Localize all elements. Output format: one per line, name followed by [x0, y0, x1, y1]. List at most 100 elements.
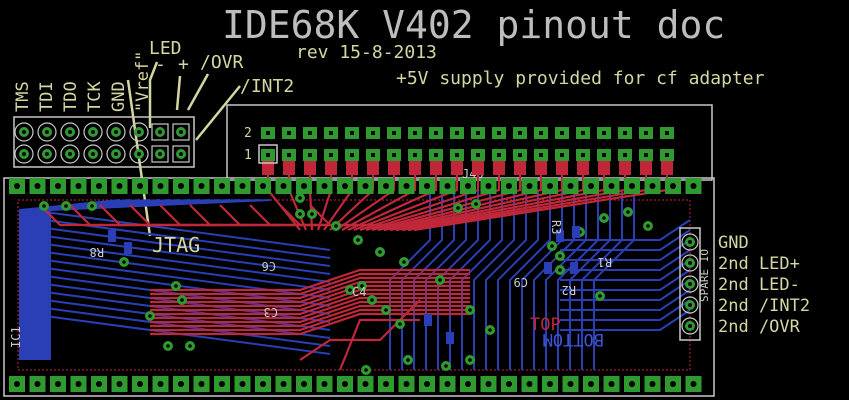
ide-pad-hole	[560, 131, 564, 135]
bottom-trace	[29, 257, 331, 299]
led-plus-label: +	[178, 54, 189, 75]
edge-pad-hole	[670, 381, 676, 387]
jtag-pad-ring	[37, 144, 57, 164]
jtag-pin-label: "Vref"	[133, 51, 153, 112]
part-r3: R3	[549, 220, 563, 234]
ide-pad-hole	[623, 131, 627, 135]
edge-pad-hole	[649, 381, 656, 387]
top-trace	[341, 175, 417, 231]
edge-pad-hole	[383, 381, 389, 387]
ide-pin2-label: 2	[244, 126, 252, 141]
edge-pad-hole	[157, 183, 164, 189]
ide-pad-hole	[287, 131, 291, 135]
ide-pad-hole	[518, 153, 522, 157]
ide-pad-trace	[388, 161, 400, 175]
via-hole	[474, 202, 478, 206]
edge-pad-hole	[301, 183, 307, 189]
jtag-pads	[14, 122, 190, 164]
ide-pad-hole	[560, 153, 564, 157]
ide-pad-hole	[266, 153, 270, 157]
spare-io-pin-label: 2nd LED-	[718, 275, 800, 295]
ide-pad-trace	[409, 161, 421, 175]
top-trace	[347, 175, 438, 232]
edge-pad-hole	[485, 381, 492, 387]
jtag-pad-hole	[114, 130, 118, 134]
edge-pad-hole	[280, 183, 287, 189]
ide-pad-hole	[497, 131, 501, 135]
edge-pad-hole	[567, 381, 574, 387]
part-ic1: IC1	[9, 326, 23, 348]
spare-pad-hole	[688, 282, 692, 286]
led-pad-ring	[151, 123, 169, 141]
ide-pad-hole	[287, 153, 291, 157]
edge-pad-rows	[9, 178, 702, 392]
jtag-pad-ring	[60, 144, 80, 164]
jtag-pin-label: TDO	[61, 81, 81, 112]
bottom-trace	[509, 190, 551, 370]
edge-pad-hole	[465, 183, 471, 189]
top-trace	[150, 312, 470, 336]
via-hole	[468, 358, 472, 362]
led-pad-hole	[158, 130, 162, 134]
via-hole	[558, 254, 562, 258]
edge-pad-hole	[219, 381, 225, 387]
jtag-pin-label: TMS	[13, 81, 33, 112]
top-trace	[365, 175, 501, 232]
edge-pad-hole	[670, 183, 676, 189]
spare-pad-ring	[681, 254, 699, 272]
ide-pad-trace	[619, 161, 631, 175]
part-r2: R2	[562, 283, 576, 297]
via-hole	[148, 314, 152, 318]
jtag-pad-ring	[14, 122, 34, 142]
ide-pad-trace	[535, 161, 547, 175]
via-hole	[646, 224, 650, 228]
edge-pad-hole	[362, 381, 369, 387]
ide-pin1-label: 1	[244, 148, 252, 163]
jtag-pad-ring	[106, 122, 126, 142]
spare-io-label: SPARE IO	[698, 249, 711, 302]
led-minus-label: -	[155, 54, 166, 75]
via-hole	[356, 238, 360, 242]
jtag-pad-hole	[22, 130, 26, 134]
supply-note: +5V supply provided for cf adapter	[396, 68, 765, 89]
jtag-pad-ring	[106, 144, 126, 164]
edge-pad-hole	[55, 381, 61, 387]
via-hole	[370, 298, 374, 302]
via-hole	[550, 244, 554, 248]
jtag-pad-hole	[91, 130, 95, 134]
via-hole	[348, 288, 352, 292]
led-pad-hole	[158, 152, 162, 156]
bottom-trace	[29, 233, 331, 275]
jtag-pad-ring	[83, 122, 103, 142]
jtag-pad-ring	[14, 144, 34, 164]
layer-bottom-label: BOTTOM	[543, 329, 604, 349]
bottom-trace	[497, 190, 539, 370]
part-c4: C4	[352, 285, 366, 299]
via-hole	[334, 224, 338, 228]
top-trace	[150, 292, 470, 316]
edge-pad-hole	[178, 381, 184, 387]
via-hole	[64, 204, 68, 208]
via-hole	[174, 284, 178, 288]
edge-pad-hole	[280, 381, 287, 387]
edge-pad-hole	[260, 183, 266, 189]
edge-pad-hole	[198, 381, 205, 387]
bottom-trace	[29, 241, 331, 283]
led-pad-hole	[179, 152, 183, 156]
via-hole	[398, 322, 402, 326]
edge-pad-hole	[649, 183, 656, 189]
part-c3: C3	[264, 305, 278, 319]
via-hole	[42, 204, 46, 208]
smd-pad	[108, 230, 116, 242]
jtag-header-outline	[13, 116, 195, 168]
edge-pad-hole	[34, 183, 41, 189]
ide-pin1-marker	[258, 144, 278, 164]
edge-pad-hole	[444, 381, 451, 387]
spare-pad-hole	[688, 324, 692, 328]
spare-pad-hole	[688, 240, 692, 244]
edge-pad-hole	[96, 381, 102, 387]
ide-pad-hole	[392, 153, 396, 157]
edge-pad-hole	[465, 381, 471, 387]
ide-pad-hole	[455, 131, 459, 135]
ide-pad-hole	[539, 131, 543, 135]
